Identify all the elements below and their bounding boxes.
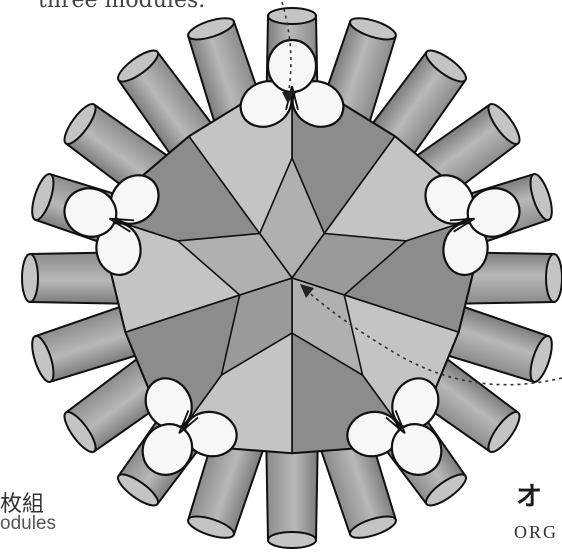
- tube-end: [22, 254, 38, 302]
- tube-end: [268, 8, 316, 24]
- flap-lobe: [268, 40, 316, 92]
- caption-top: three modules.: [38, 0, 205, 13]
- tube-end: [268, 532, 316, 548]
- caption-bottom-right-japanese: オ: [516, 476, 542, 513]
- tube-end: [546, 254, 562, 302]
- caption-bottom-left-english: odules: [0, 513, 56, 535]
- caption-bottom-right-english: ORG: [514, 522, 558, 543]
